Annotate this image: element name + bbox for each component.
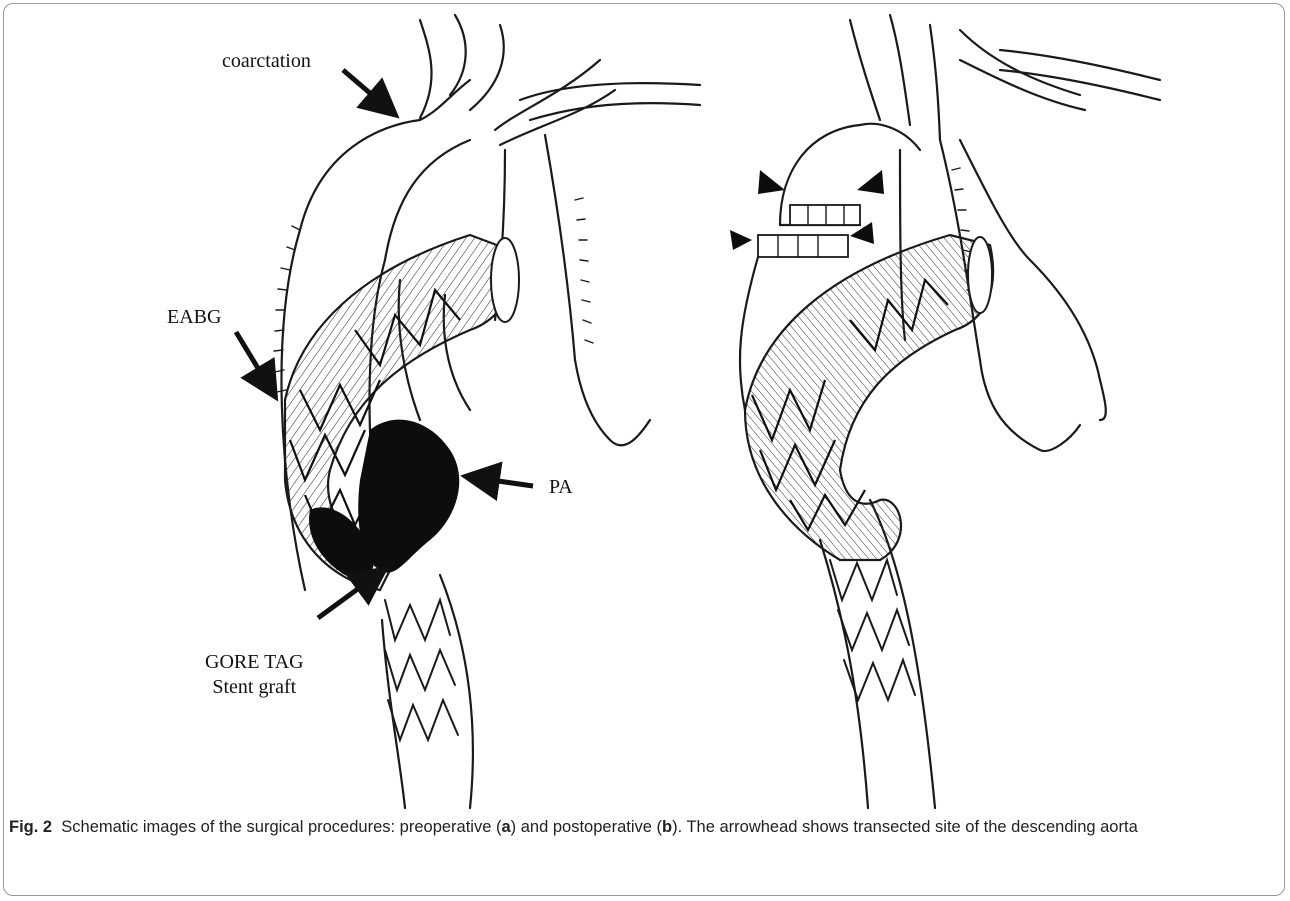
arrowhead-upper-right [857, 170, 884, 194]
caption-text-1: Schematic images of the surgical procedu… [61, 818, 501, 836]
label-pa: PA [549, 476, 573, 499]
caption-fig-number: Fig. 2 [9, 818, 52, 836]
label-gore-tag: GORE TAG Stent graft [205, 651, 304, 699]
caption-panel-b: b [662, 818, 672, 836]
label-coarctation: coarctation [222, 50, 311, 73]
caption-text-2: ) and postoperative ( [511, 818, 662, 836]
arrowhead-upper-left [758, 170, 785, 194]
panel-b-eabg-graft [745, 235, 993, 560]
caption-text-3: ). The arrowhead shows transected site o… [672, 818, 1138, 836]
label-eabg: EABG [167, 306, 221, 329]
caption-panel-a: a [501, 818, 510, 836]
arrowhead-lower-left [730, 230, 752, 250]
figure-caption: Fig. 2 Schematic images of the surgical … [9, 816, 1259, 839]
label-gore-tag-line1: GORE TAG [205, 651, 304, 674]
label-gore-tag-line2: Stent graft [205, 676, 304, 699]
